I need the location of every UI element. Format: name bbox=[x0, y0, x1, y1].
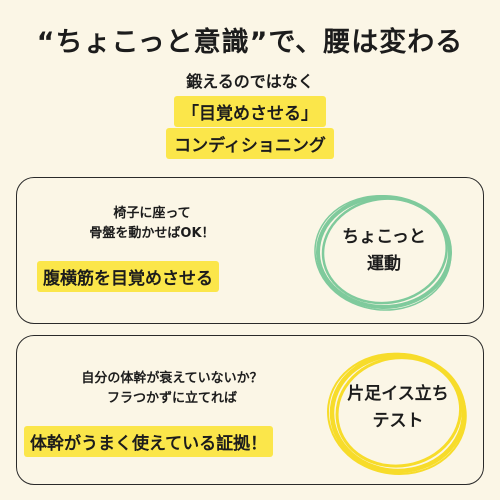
card-highlight: 体幹がうまく使えている証拠！ bbox=[24, 426, 274, 457]
highlight-text-1: 「目覚めさせる」 bbox=[174, 96, 326, 127]
exercise-card: 椅子に座って 骨盤を動かせばOK！ 腹横筋を目覚めさせる ちょこっと 運動 bbox=[16, 177, 484, 324]
highlight-row-1: 「目覚めさせる」 bbox=[0, 96, 500, 127]
ring-label-line-1: 片足イス立ち bbox=[347, 384, 449, 404]
card-description: 椅子に座って 骨盤を動かせばOK！ bbox=[67, 204, 237, 244]
hand-drawn-circle-icon bbox=[327, 352, 467, 476]
card-description-line-2: フラつかずに立てれば bbox=[106, 391, 237, 406]
card-description-line-1: 自分の体幹が衰えていないか？ bbox=[81, 371, 263, 386]
card-description-line-2: 骨盤を動かせばOK！ bbox=[89, 226, 215, 241]
test-card: 自分の体幹が衰えていないか？ フラつかずに立てれば 体幹がうまく使えている証拠！… bbox=[16, 335, 484, 485]
page-subtitle: 鍛えるのではなく bbox=[186, 72, 314, 91]
highlight-text-2: コンディショニング bbox=[166, 128, 334, 159]
card-description-line-1: 椅子に座って bbox=[113, 206, 191, 221]
ring-label-line-2: 運動 bbox=[367, 254, 401, 274]
card-highlight: 腹横筋を目覚めさせる bbox=[37, 261, 219, 292]
ring-label: 片足イス立ち テスト bbox=[322, 381, 474, 435]
highlight-row-2: コンディショニング bbox=[0, 128, 500, 159]
ring-label-line-1: ちょこっと bbox=[342, 227, 426, 247]
ring-label: ちょこっと 運動 bbox=[309, 224, 459, 278]
ring-label-line-2: テスト bbox=[372, 411, 424, 431]
page-title: “ちょこっと意識”で、腰は変わる bbox=[36, 27, 464, 58]
card-description: 自分の体幹が衰えていないか？ フラつかずに立てれば bbox=[37, 369, 307, 409]
hand-drawn-circle-icon bbox=[314, 195, 452, 311]
